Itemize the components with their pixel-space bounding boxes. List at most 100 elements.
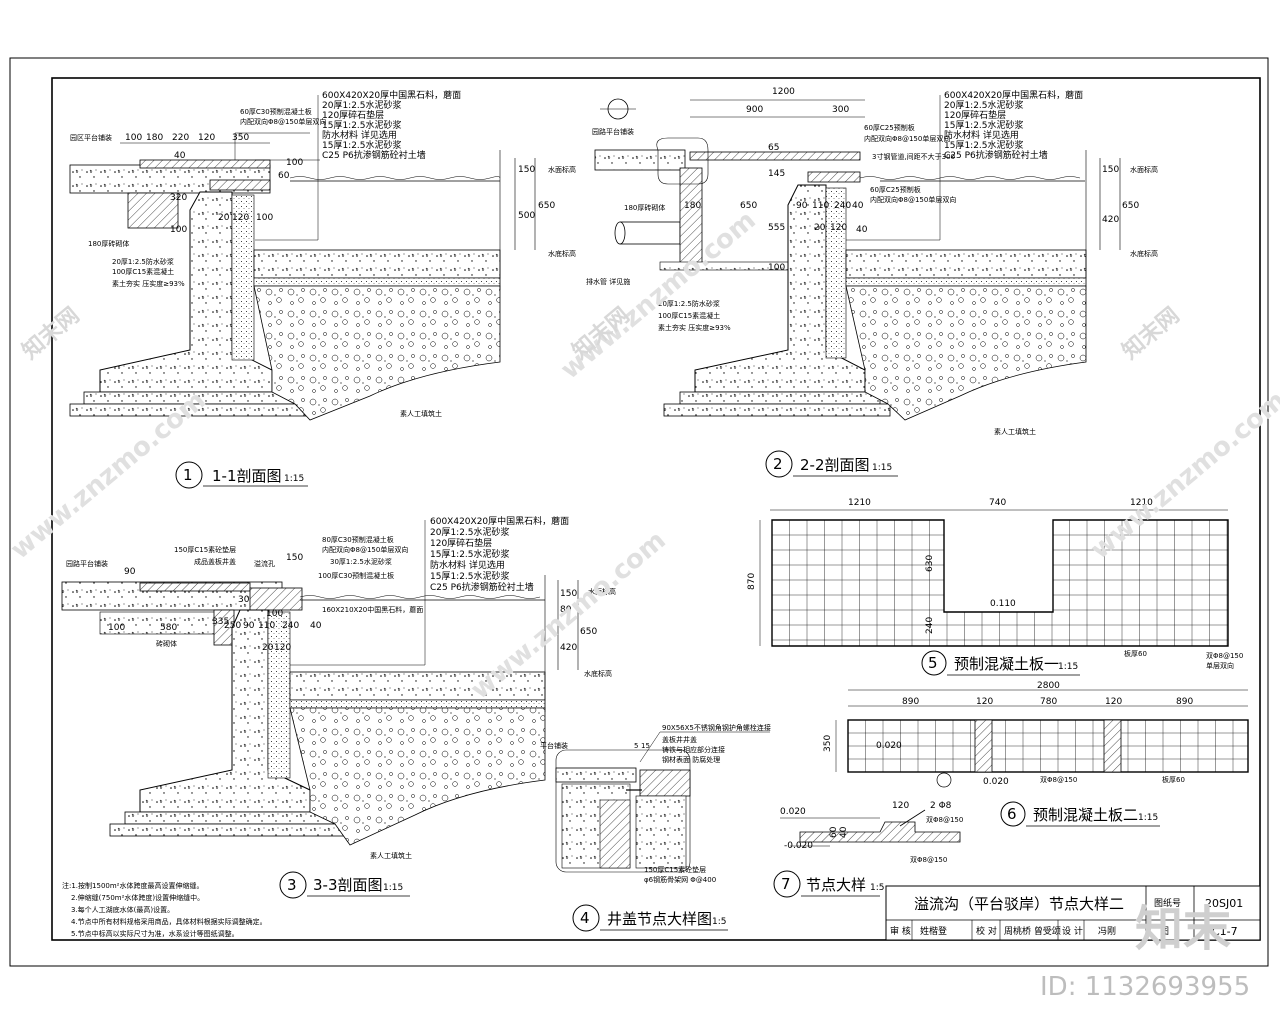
s2-dim: 90 xyxy=(796,201,808,211)
section-3-title: 3-3剖面图 xyxy=(313,876,383,894)
s3-callout-fill: 素人工填筑土 xyxy=(370,851,412,860)
s3-layer: C25 P6抗渗钢筋砼衬土墙 xyxy=(430,581,534,593)
d7-w: 120 xyxy=(892,801,909,811)
s1-layer: 120厚碎石垫层 xyxy=(322,109,384,121)
section-3-layer-notes: 600X420X20厚中国黑石料，蘑面 20厚1:2.5水泥砂浆 120厚碎石垫… xyxy=(430,515,569,593)
s4-dim1: 5 xyxy=(634,742,638,750)
tb-cell: 审 核 xyxy=(890,925,911,937)
s3-dim: 120 xyxy=(274,643,291,653)
s1-dim: 650 xyxy=(538,201,555,211)
s4-callout-a: 90X56X5不锈钢角钢护角螺栓连接 xyxy=(662,723,771,732)
panel-6 xyxy=(835,689,1249,788)
section-4-detail xyxy=(555,731,770,873)
marker-5-number: 5 xyxy=(928,654,938,672)
s3-callout-left: 园路平台铺装 xyxy=(66,559,108,568)
s1-dim: 350 xyxy=(232,133,249,143)
section-4-title: 井盖节点大样图 xyxy=(607,910,712,928)
outer-frame xyxy=(9,57,1269,967)
s2-callout-bottom: 水底标高 xyxy=(1130,249,1158,258)
marker-6 xyxy=(1000,801,1026,827)
p6-dim: 120 xyxy=(976,697,993,707)
p6-dim: 120 xyxy=(1105,697,1122,707)
section-1-layer-notes: 600X420X20厚中国黑石料，蘑面 20厚1:2.5水泥砂浆 120厚碎石垫… xyxy=(322,89,461,161)
s2-dim: 1200 xyxy=(772,87,795,97)
s4-callout-f: φ6钢筋骨架网 Φ@400 xyxy=(644,875,716,884)
s2-dim: 650 xyxy=(740,201,757,211)
s2-dim: 240 xyxy=(834,201,851,211)
section-2-layer-notes: 600X420X20厚中国黑石料，蘑面 20厚1:2.5水泥砂浆 120厚碎石垫… xyxy=(944,89,1083,161)
s3-layer: 120厚碎石垫层 xyxy=(430,537,492,549)
p5-label-c: 单层双向 xyxy=(1206,661,1234,670)
s3-layer: 防水材料 详见选用 xyxy=(430,559,505,571)
s1-dim: 320 xyxy=(170,193,187,203)
s1-layer: 20厚1:2.5水泥砂浆 xyxy=(322,99,402,111)
d7-bar: 2 Φ8 xyxy=(930,801,952,811)
s3-callout-bottom: 水底标高 xyxy=(584,669,612,678)
p6-dim: 890 xyxy=(1176,697,1193,707)
s1-dim: 20 xyxy=(218,213,230,223)
d7-h2: 40 xyxy=(839,826,849,838)
section-2-scale: 1:15 xyxy=(872,463,892,473)
note: 5.节点中标高以实际尺寸为准，水系设计等图纸调整。 xyxy=(71,929,239,938)
s1-dim: 120 xyxy=(232,213,249,223)
section-6-title: 预制混凝土板二 xyxy=(1033,806,1138,824)
s2-dim: 120 xyxy=(830,223,847,233)
marker-5 xyxy=(921,650,947,676)
drawing-no: 20SJ01 xyxy=(1205,897,1243,910)
s1-callout-concrete: 100厚C15素混凝土 xyxy=(112,267,174,276)
p5-dim-left: 1210 xyxy=(848,498,871,508)
s1-callout-mortar: 20厚1:2.5防水砂浆 xyxy=(112,257,174,266)
s2-callout-gap: 3寸钢管道,间距不大于300 xyxy=(872,152,955,161)
p5-height: 870 xyxy=(747,573,757,590)
marker-1-number: 1 xyxy=(183,466,193,484)
drawing-title: 溢流沟（平台驳岸）节点大样二 xyxy=(914,895,1124,913)
s2-callout-wall: 180厚砖砌体 xyxy=(624,203,665,212)
s3-callout-h: 160X210X20中国黑石料，蘑面 xyxy=(322,605,423,614)
watermark-id: ID: 1132693955 xyxy=(1040,972,1250,1002)
s3-layer: 20厚1:2.5水泥砂浆 xyxy=(430,526,510,538)
s2-dim: 300 xyxy=(832,105,849,115)
section-1-1 xyxy=(69,95,536,421)
s3-dim: 90 xyxy=(243,621,255,631)
s3-layer: 15厚1:2.5水泥砂浆 xyxy=(430,570,510,582)
s3-callout-wall: 砖砌体 xyxy=(156,639,177,648)
watermark-brand: 知末网 xyxy=(17,302,84,364)
p6-total: 2800 xyxy=(1037,681,1060,691)
s3-dim: 250 xyxy=(224,621,241,631)
tb-cell: 设 计 xyxy=(1062,925,1083,937)
marker-3-number: 3 xyxy=(287,876,297,894)
p5-dim-right: 1210 xyxy=(1130,498,1153,508)
tb-cell: 冯刚 xyxy=(1098,926,1116,937)
s3-dim: 100 xyxy=(266,609,283,619)
s3-dim: 580 xyxy=(160,623,177,633)
s3-layer: 600X420X20厚中国黑石料，蘑面 xyxy=(430,515,569,527)
s2-dim: 20 xyxy=(814,223,826,233)
s1-dim: 100 xyxy=(256,213,273,223)
s3-dim: 150 xyxy=(560,589,577,599)
s2-dim: 145 xyxy=(768,169,785,179)
section-5-scale: 1:15 xyxy=(1058,662,1078,672)
s1-dim: 120 xyxy=(198,133,215,143)
p6-thick: 板厚60 xyxy=(1162,775,1185,784)
s2-callout-mid: 60厚C25预制板 xyxy=(870,185,921,194)
s3-dim: 30 xyxy=(238,595,250,605)
s2-dim: 650 xyxy=(1122,201,1139,211)
s1-callout-wall: 180厚砖砌体 xyxy=(88,239,129,248)
drawing-no-label: 图纸号 xyxy=(1154,897,1181,909)
s1-callout-water: 水面标高 xyxy=(548,165,576,174)
s2-dim: 420 xyxy=(1102,215,1119,225)
s2-callout-fill: 素人工填筑土 xyxy=(994,427,1036,436)
d7-rebar2: 双Φ8@150 xyxy=(910,856,947,864)
s1-dim: 100 xyxy=(170,225,187,235)
section-3-3 xyxy=(61,520,579,846)
s4-callout-e: 150厚C15素砼垫层 xyxy=(644,865,706,874)
d7-v1: 0.020 xyxy=(780,807,806,817)
marker-4-number: 4 xyxy=(580,909,590,927)
s3-dim: 80 xyxy=(560,605,572,615)
s2-dim: 40 xyxy=(852,201,864,211)
s2-callout-pipe: 排水管 详见施 xyxy=(586,277,630,286)
s4-callout-d: 钢材表面 防腐处理 xyxy=(662,755,720,764)
marker-2 xyxy=(765,450,793,478)
p5-inner-b: 240 xyxy=(925,617,935,634)
s2-dim: 110 xyxy=(812,201,829,211)
